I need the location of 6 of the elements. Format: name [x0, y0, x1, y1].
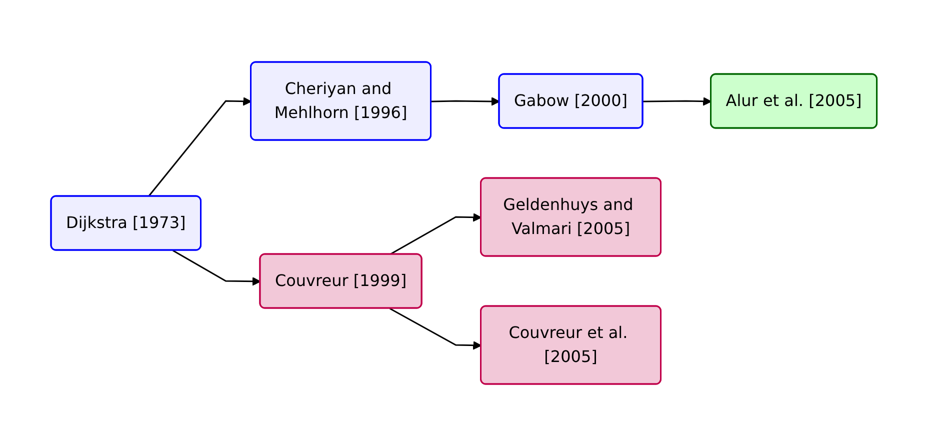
arrow — [431, 97, 500, 106]
arrow — [390, 308, 482, 350]
arrow — [172, 250, 261, 286]
arrow — [148, 96, 252, 197]
arrow — [643, 96, 712, 106]
arrow — [390, 212, 482, 256]
